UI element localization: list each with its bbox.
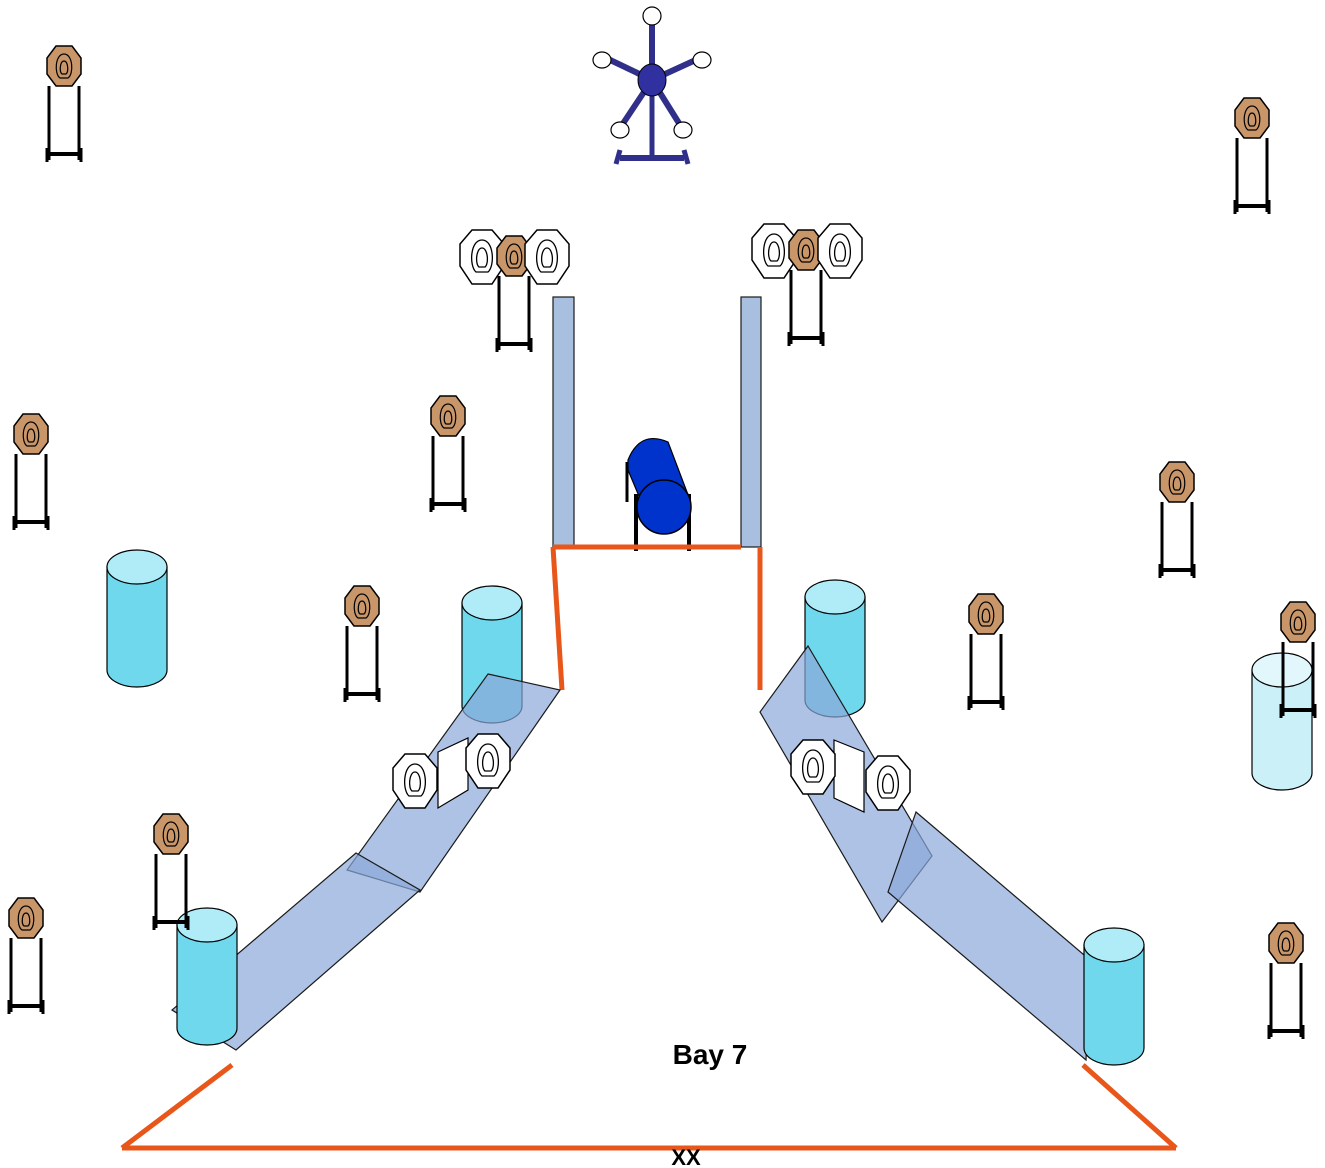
activator-barrel bbox=[625, 438, 692, 551]
barrel-left-near bbox=[176, 907, 238, 1046]
start-position-marker: XX bbox=[671, 1145, 701, 1168]
panel-left bbox=[437, 737, 469, 810]
paper-target-top-left bbox=[44, 45, 84, 164]
paper-target-center-left bbox=[428, 395, 468, 514]
wall-center-left bbox=[552, 296, 575, 548]
plate-rack-star bbox=[592, 6, 712, 165]
barrel-right-near bbox=[1083, 927, 1145, 1066]
fault-lines bbox=[120, 544, 1178, 1151]
paper-target-left-lower bbox=[342, 585, 382, 704]
paper-target-right-bottom bbox=[1266, 922, 1306, 1041]
wall-right-lower bbox=[887, 810, 1091, 1062]
paper-target-right-lower bbox=[966, 593, 1006, 712]
paper-target-top-right bbox=[1232, 97, 1272, 216]
target-group-top-right bbox=[751, 223, 863, 348]
paper-target-left-mid bbox=[11, 413, 51, 532]
no-shoot-left-b bbox=[465, 733, 511, 789]
wall-center-right bbox=[740, 296, 762, 548]
paper-target-left-bottom bbox=[151, 813, 191, 932]
paper-target-left-edge bbox=[6, 897, 46, 1016]
paper-target-right-mid bbox=[1157, 461, 1197, 580]
bay-title: Bay 7 bbox=[673, 1039, 748, 1070]
no-shoot-left-a bbox=[392, 753, 438, 809]
barrel-left-far bbox=[106, 549, 168, 688]
no-shoot-right-a bbox=[790, 739, 836, 795]
no-shoot-right-b bbox=[865, 755, 911, 811]
